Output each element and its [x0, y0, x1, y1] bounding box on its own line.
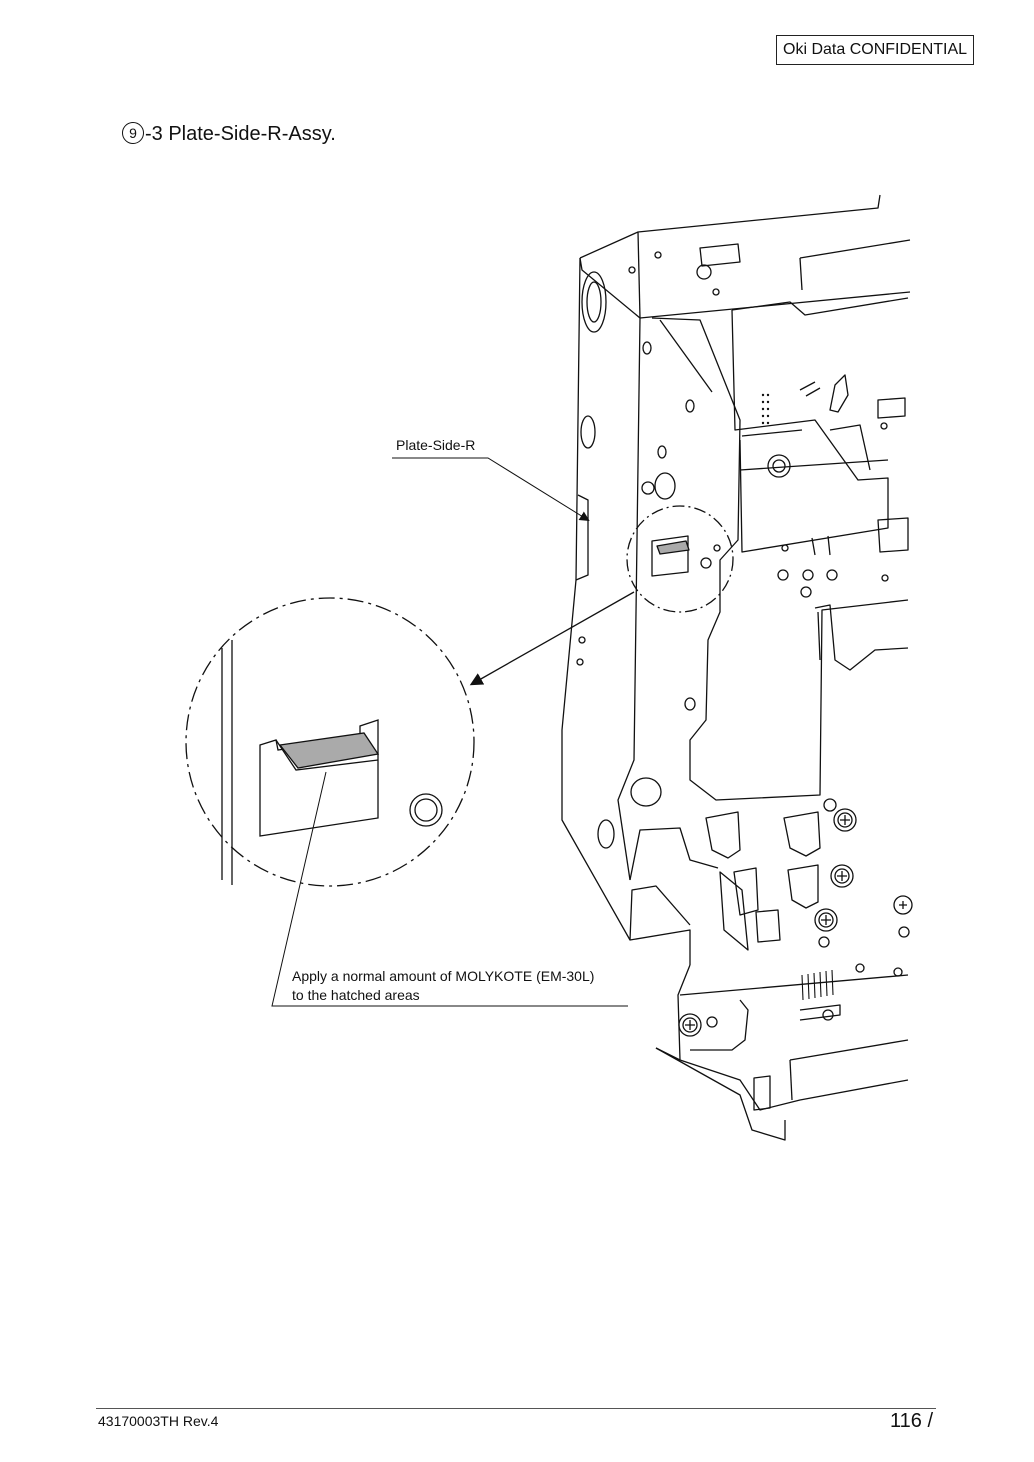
molykote-note-line2: to the hatched areas	[292, 987, 420, 1003]
molykote-leader	[271, 771, 628, 1007]
confidential-label: Oki Data CONFIDENTIAL	[776, 35, 975, 65]
plate-side-r-label: Plate-Side-R	[396, 437, 476, 453]
plate-side-r-leader	[392, 457, 590, 522]
magnified-detail-view	[185, 597, 475, 887]
section-title: -3 Plate-Side-R-Assy.	[145, 123, 336, 145]
magnify-arrow	[469, 591, 635, 686]
document-number: 43170003TH Rev.4	[98, 1413, 219, 1429]
molykote-note-line1: Apply a normal amount of MOLYKOTE (EM-30…	[292, 968, 595, 984]
chassis-drawing	[561, 194, 913, 1141]
section-number-symbol: 9	[122, 122, 144, 144]
section-heading: 9-3 Plate-Side-R-Assy.	[122, 122, 336, 146]
page-number: 116 /	[890, 1410, 933, 1432]
footer-divider	[96, 1408, 936, 1409]
